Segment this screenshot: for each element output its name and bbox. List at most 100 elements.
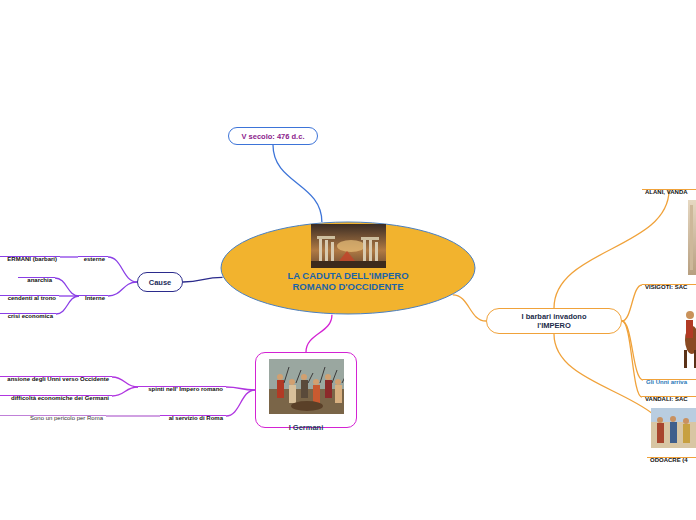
illustration-part <box>686 320 693 338</box>
illustration-part <box>651 408 696 422</box>
branch-label: difficoltà economiche dei Germani <box>0 386 112 396</box>
caption-holder: I Germani <box>256 416 356 434</box>
branch-text: Gli Unni arriva <box>646 379 687 386</box>
illustration-part <box>369 240 372 264</box>
illustration-part <box>361 237 379 240</box>
branch-connector <box>622 321 643 380</box>
illustration-part <box>651 408 696 448</box>
branch-text: ERMANI (barbari) <box>7 256 57 263</box>
branch-connector <box>55 278 79 296</box>
branch-connector <box>622 321 642 397</box>
illustration-part <box>296 370 301 383</box>
illustration-part <box>325 240 328 264</box>
illustration-part <box>694 350 696 368</box>
illustration-part <box>311 224 386 268</box>
branch-label: ODOACRE (4 <box>647 448 696 458</box>
branch-label: crisi economica <box>0 304 56 314</box>
branch-connector <box>106 415 160 416</box>
illustration-part <box>313 379 319 385</box>
illustration-part <box>284 367 289 383</box>
illustration-part <box>320 367 325 383</box>
illustration-part <box>683 418 689 424</box>
topic-text: LA CADUTA DELL'IMPERO ROMANO D'OCCIDENTE <box>278 270 418 293</box>
illustration-part <box>686 311 694 319</box>
branch-connector <box>108 282 137 296</box>
topic-text: I Germani <box>289 423 324 432</box>
branch-text: esterne <box>84 256 105 263</box>
battle-illustration <box>269 359 344 414</box>
branch-label: Sono un pericolo per Roma <box>0 406 106 416</box>
illustration-part <box>339 251 355 261</box>
illustration-part <box>277 374 283 380</box>
branch-label: ERMANI (barbari) <box>0 247 60 257</box>
branch-text: cendenti al trono <box>8 295 56 302</box>
topic-text: I barbari invadono l'IMPERO <box>504 312 604 330</box>
branch-connector <box>622 285 642 321</box>
branch-label: ALANI, VANDA <box>642 180 696 190</box>
topic-text: V secolo: 476 d.c. <box>242 132 305 141</box>
branch-label: VISIGOTI: SAC <box>642 275 696 285</box>
branch-connector <box>112 387 138 396</box>
branch-text: difficoltà economiche dei Germani <box>11 395 109 402</box>
branch-text: ODOACRE (4 <box>650 457 688 464</box>
ellipse-shape <box>221 222 475 314</box>
topic-box: V secolo: 476 d.c. <box>228 127 318 145</box>
illustration-part <box>325 374 331 380</box>
illustration-part <box>670 416 676 422</box>
illustration-part <box>325 380 332 398</box>
branch-label: ansione degli Unni verso Occidente <box>0 367 112 377</box>
branch-connector <box>554 190 669 308</box>
branch-connector <box>226 387 255 390</box>
illustration-part <box>313 385 320 403</box>
branch-label: spinti nell' Impero romano <box>138 377 226 387</box>
topic-box: I barbari invadono l'IMPERO <box>486 308 622 334</box>
illustration-part <box>670 422 677 443</box>
illustration-part <box>301 380 308 398</box>
branch-connector <box>112 377 138 387</box>
branch-text: Sono un pericolo per Roma <box>30 415 103 422</box>
branch-text: Interne <box>85 295 105 302</box>
illustration-part <box>657 417 663 423</box>
branch-text: crisi economica <box>8 313 53 320</box>
branch-connector <box>56 296 79 314</box>
branch-label: cendenti al trono <box>0 286 59 296</box>
branch-connector <box>273 145 322 222</box>
illustration-part <box>291 401 323 411</box>
painting-illustration <box>311 224 386 268</box>
illustration-part <box>684 350 687 368</box>
topic-box: I Germani <box>255 352 357 428</box>
illustration-part <box>683 424 690 443</box>
illustration-part <box>277 380 284 398</box>
branch-text: VANDALI: SAC <box>645 396 688 403</box>
branch-connector <box>108 257 137 282</box>
illustration-part <box>301 374 307 380</box>
branch-connector <box>60 256 78 257</box>
branch-label: Gli Unni arriva <box>643 370 696 380</box>
topic-box: Cause <box>137 272 183 292</box>
branch-label: anarchia <box>18 268 55 278</box>
branch-connector <box>453 295 486 321</box>
branch-label: al servizio di Roma <box>160 406 226 416</box>
illustration-part <box>363 238 366 262</box>
branch-label: Interne <box>79 286 108 296</box>
branch-text: VISIGOTI: SAC <box>645 284 687 291</box>
central-topic: LA CADUTA DELL'IMPERO ROMANO D'OCCIDENTE <box>220 221 476 315</box>
illustration-part <box>289 385 296 403</box>
branch-label: esterne <box>78 247 108 257</box>
branch-text: spinti nell' Impero romano <box>148 386 223 393</box>
branch-text: ansione degli Unni verso Occidente <box>7 376 109 383</box>
illustration-part <box>690 205 693 270</box>
illustration-part <box>308 373 313 383</box>
illustration-part <box>319 238 322 262</box>
illustration-part <box>335 385 342 403</box>
illustration-part <box>337 240 365 252</box>
illustration-part <box>269 359 344 414</box>
illustration-part <box>342 373 344 383</box>
illustration-part <box>289 379 295 385</box>
branch-label: VANDALI: SAC <box>642 387 696 397</box>
illustration-part <box>317 236 335 239</box>
title-holder: LA CADUTA DELL'IMPERO ROMANO D'OCCIDENTE <box>220 270 476 294</box>
branch-text: ALANI, VANDA <box>645 189 688 196</box>
branch-connector <box>226 390 255 416</box>
branch-text: anarchia <box>27 277 52 284</box>
